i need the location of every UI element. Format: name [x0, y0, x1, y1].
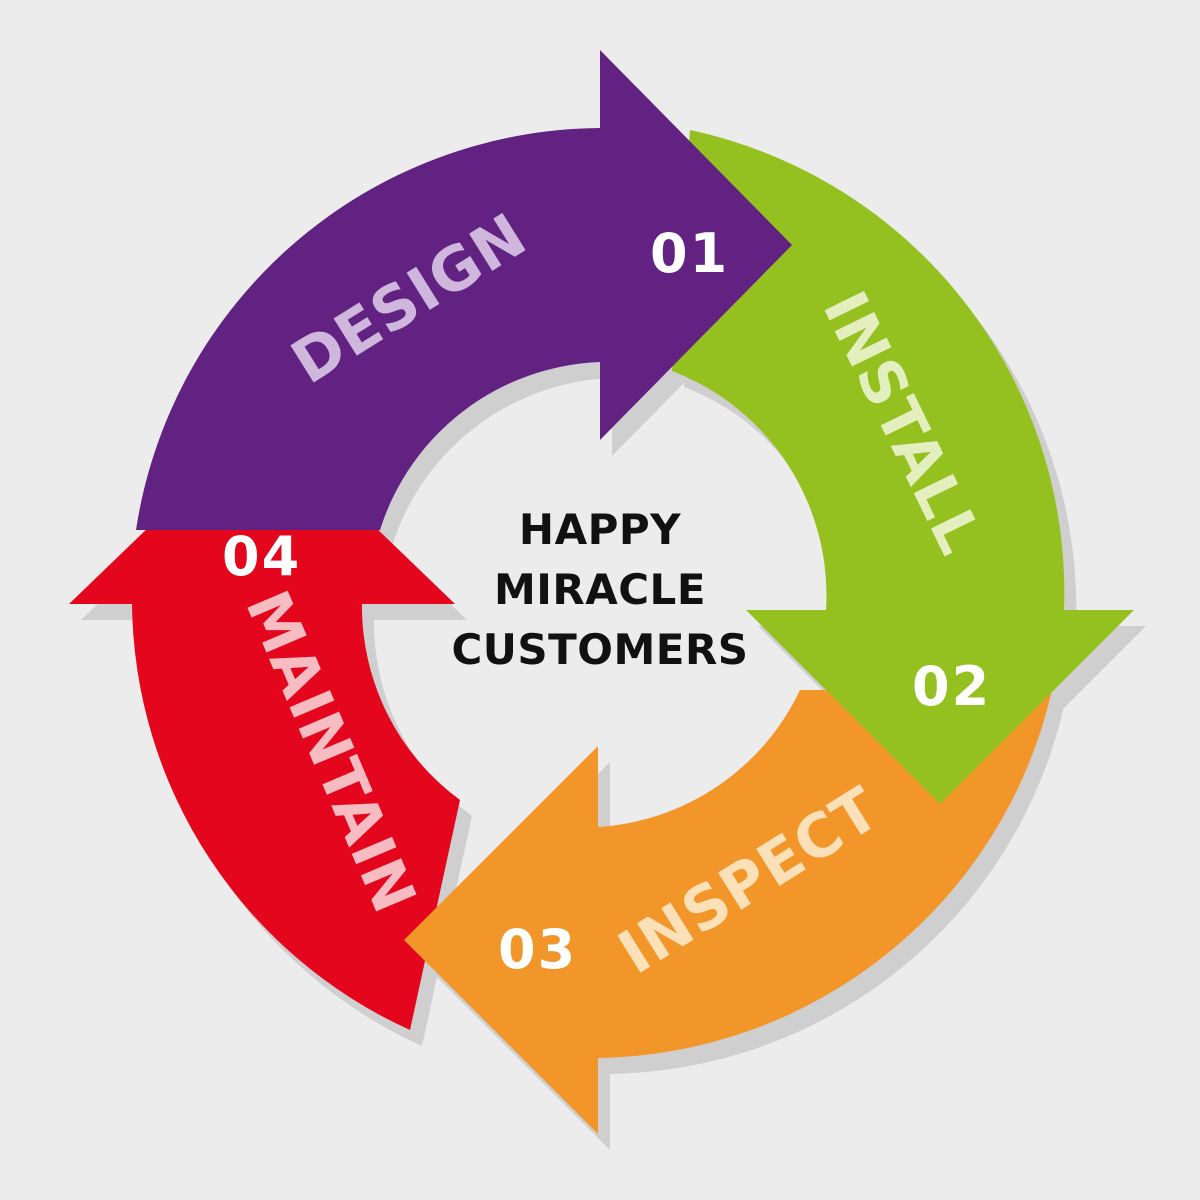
center-title: HAPPY MIRACLE CUSTOMERS [420, 500, 780, 680]
step-number-install: 02 [912, 655, 991, 718]
arrow-inspect [404, 690, 1052, 1134]
arrow-maintain [69, 418, 460, 1030]
arrow-design [136, 50, 792, 530]
step-number-design: 01 [650, 222, 729, 285]
step-number-inspect: 03 [498, 918, 577, 981]
step-number-maintain: 04 [222, 525, 301, 588]
arrow-install [672, 130, 1134, 804]
step-install: 02 INSTALL [672, 130, 1134, 804]
step-design: 01 DESIGN [136, 50, 792, 530]
center-title-line-2: MIRACLE [493, 565, 707, 614]
step-inspect: 03 INSPECT [404, 690, 1052, 1134]
center-title-line-3: CUSTOMERS [451, 625, 749, 674]
center-title-line-1: HAPPY [518, 505, 682, 554]
